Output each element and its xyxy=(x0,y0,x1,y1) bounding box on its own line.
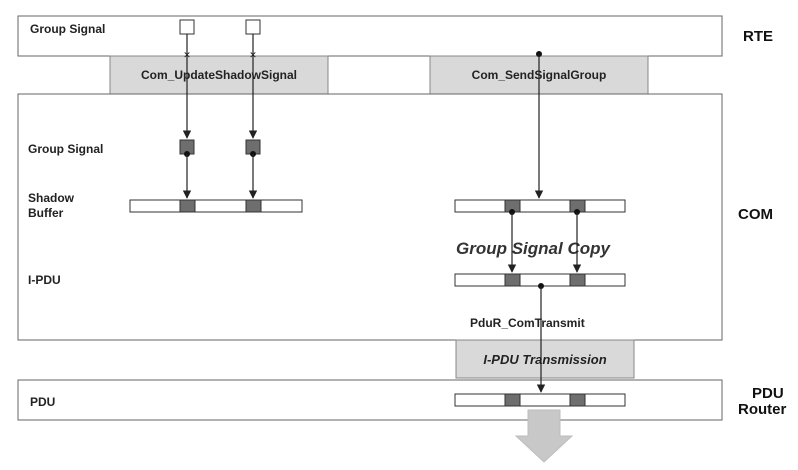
pdu-bar xyxy=(454,393,626,407)
ipdu-cell-1 xyxy=(504,273,521,287)
shadow-buffer-label-1: Shadow xyxy=(28,191,75,205)
shadow-buffer-cell-2 xyxy=(245,199,262,213)
rte-group-signal-1 xyxy=(179,19,195,35)
pdu-cell-2 xyxy=(569,393,586,407)
rte-layer-box xyxy=(17,15,723,57)
update-shadow-signal-box xyxy=(109,55,329,95)
shadow-buffer-row xyxy=(129,199,303,213)
ipdu-transmission-box xyxy=(455,339,635,379)
rte-group-signal-2 xyxy=(245,19,261,35)
com-layer-box xyxy=(17,93,723,341)
pdu-cell-1 xyxy=(504,393,521,407)
group-signal-copy-label: Group Signal Copy xyxy=(456,239,611,258)
down-flow-arrow-icon xyxy=(514,409,574,463)
ipdu-label: I-PDU xyxy=(28,273,61,287)
pdu-router-layer-box xyxy=(17,379,723,421)
pdu-row xyxy=(454,393,626,407)
pdur-com-transmit-label: PduR_ComTransmit xyxy=(470,316,585,330)
rte-group-signal-label: Group Signal xyxy=(30,22,105,36)
com-group-signal-label: Group Signal xyxy=(28,142,103,156)
ipdu-cell-2 xyxy=(569,273,586,287)
update-shadow-signal-label: Com_UpdateShadowSignal xyxy=(141,68,297,82)
pdu-router-label-2: Router xyxy=(738,401,786,418)
ipdu-row xyxy=(454,273,626,287)
pdu-router-label-1: PDU xyxy=(752,385,784,402)
com-group-buffer-row xyxy=(454,199,626,213)
com-group-buffer-bar xyxy=(454,199,626,213)
com-layer-label: COM xyxy=(738,206,773,223)
shadow-buffer-cell-1 xyxy=(179,199,196,213)
shadow-buffer-bar xyxy=(129,199,303,213)
rte-layer-label: RTE xyxy=(743,28,773,45)
pdu-label: PDU xyxy=(30,395,55,409)
shadow-buffer-label-2: Buffer xyxy=(28,206,64,220)
ipdu-transmission-label: I-PDU Transmission xyxy=(483,352,606,367)
